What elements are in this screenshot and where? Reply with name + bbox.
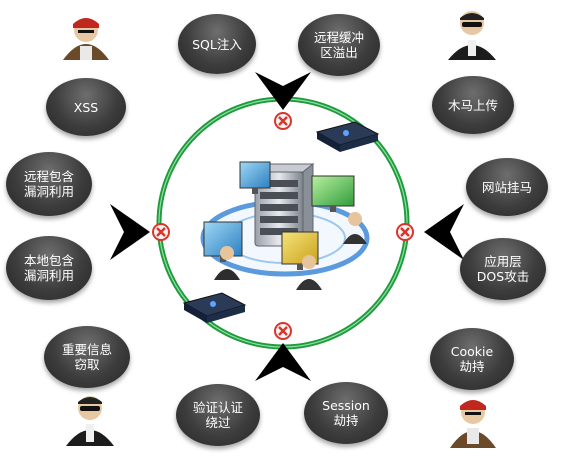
sunglasses-agent-icon: [448, 11, 496, 60]
threat-info-theft: 重要信息 窃取: [44, 326, 130, 388]
blocked-x-icon: [396, 223, 414, 241]
attack-arrow: [110, 204, 150, 260]
attack-arrow: [255, 72, 311, 110]
threat-label: 重要信息 窃取: [61, 342, 112, 372]
blocked-x-icon: [152, 223, 170, 241]
threat-label: SQL注入: [192, 36, 242, 52]
pirate-hacker-icon: [450, 400, 496, 448]
threat-session-hijack: Session 劫持: [304, 382, 388, 444]
attack-arrow: [424, 204, 464, 260]
attack-arrow: [255, 343, 311, 381]
user-icon: [214, 246, 240, 280]
threat-xss: XSS: [46, 78, 126, 136]
monitor-icon: [311, 175, 355, 212]
threat-label: 远程缓冲 区溢出: [313, 30, 364, 60]
threat-label: Cookie 劫持: [450, 344, 494, 374]
blocked-x-icon: [274, 112, 292, 130]
sunglasses-agent-icon: [66, 396, 114, 446]
monitor-icon: [239, 161, 271, 194]
threat-label: 网站挂马: [481, 179, 532, 195]
blocked-x-icon: [274, 322, 292, 340]
threat-website-trojan: 网站挂马: [466, 158, 548, 216]
threat-auth-bypass: 验证认证 绕过: [176, 384, 260, 446]
threat-local-include: 本地包含 漏洞利用: [6, 236, 92, 300]
user-icon: [343, 212, 367, 244]
user-icon: [296, 255, 322, 290]
threat-trojan-upload: 木马上传: [432, 76, 514, 134]
network-appliance-icon: [315, 121, 380, 152]
threat-label: XSS: [73, 99, 99, 115]
threat-app-dos: 应用层 DOS攻击: [460, 238, 546, 300]
threat-label: 远程包含 漏洞利用: [23, 169, 74, 199]
threat-label: 木马上传: [447, 97, 498, 113]
threat-label: 本地包含 漏洞利用: [23, 253, 74, 283]
threat-label: 验证认证 绕过: [192, 400, 243, 430]
pirate-hacker-icon: [63, 18, 109, 60]
threat-remote-include: 远程包含 漏洞利用: [6, 152, 92, 216]
threat-sql-injection: SQL注入: [178, 14, 256, 74]
network-appliance-icon: [182, 292, 247, 323]
threat-cookie-hijack: Cookie 劫持: [430, 328, 514, 390]
threat-label: Session 劫持: [322, 398, 370, 428]
threat-remote-buffer-overflow: 远程缓冲 区溢出: [298, 14, 380, 76]
threat-label: 应用层 DOS攻击: [476, 254, 530, 284]
